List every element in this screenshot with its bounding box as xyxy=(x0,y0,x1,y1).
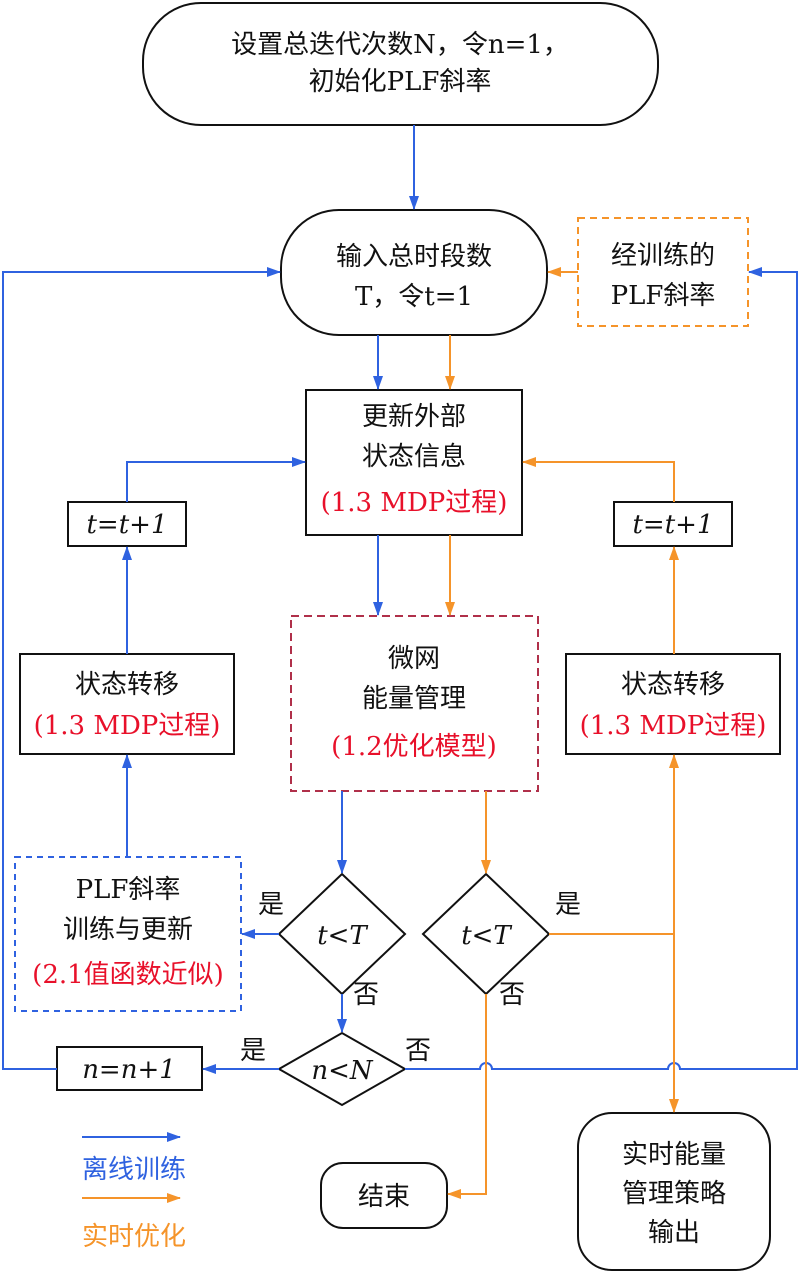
output-line2: 管理策略 xyxy=(622,1179,726,1209)
label-yes-n-decision: 是 xyxy=(240,1036,266,1066)
n-increment-node: n=n+1 xyxy=(56,1046,203,1091)
update-state-shape xyxy=(305,389,523,536)
decision-t-right: t<T xyxy=(421,872,551,996)
trained-slope-line2: PLF斜率 xyxy=(611,281,716,311)
start-node: 设置总迭代次数N，令n=1， 初始化PLF斜率 xyxy=(142,2,659,126)
edge-tinc-left-to-update xyxy=(126,457,306,502)
microgrid-shape xyxy=(290,615,539,792)
t-increment-left-label: t=t+1 xyxy=(86,510,167,540)
input-periods-shape xyxy=(280,209,548,336)
edge-tinc-right-to-update xyxy=(522,457,675,502)
state-transfer-left-node: 状态转移 (1.3 MDP过程) xyxy=(19,653,235,755)
output-node: 实时能量 管理策略 输出 xyxy=(577,1112,771,1271)
label-yes-right-decision: 是 xyxy=(555,890,581,920)
label-no-right-decision: 否 xyxy=(499,980,525,1010)
update-state-line2: 状态信息 xyxy=(362,442,466,472)
microgrid-line1: 微网 xyxy=(388,644,440,674)
output-line1: 实时能量 xyxy=(622,1140,726,1170)
plf-training-node: PLF斜率 训练与更新 (2.1值函数近似) xyxy=(14,856,242,1012)
t-increment-right-node: t=t+1 xyxy=(613,501,733,547)
realtime-connectors xyxy=(445,267,679,1199)
n-increment-label: n=n+1 xyxy=(82,1055,176,1085)
decision-t-left-shape xyxy=(277,872,407,996)
state-transfer-right-node: 状态转移 (1.3 MDP过程) xyxy=(565,653,781,755)
state-transfer-right-line1: 状态转移 xyxy=(621,670,725,700)
offline-connectors xyxy=(2,125,798,1074)
state-transfer-left-shape xyxy=(19,653,235,755)
decision-t-left-label: t<T xyxy=(317,921,368,951)
start-node-line1: 设置总迭代次数N，令n=1， xyxy=(231,30,569,60)
trained-slope-line1: 经训练的 xyxy=(611,241,715,271)
label-yes-left-decision: 是 xyxy=(258,890,284,920)
output-line3: 输出 xyxy=(648,1218,700,1248)
t-increment-left-node: t=t+1 xyxy=(67,501,187,547)
input-periods-line1: 输入总时段数 xyxy=(336,242,492,272)
label-no-n-decision: 否 xyxy=(405,1036,431,1066)
update-state-node: 更新外部 状态信息 (1.3 MDP过程) xyxy=(305,389,523,536)
plf-training-line3: (2.1值函数近似) xyxy=(32,960,224,990)
update-state-line3: (1.3 MDP过程) xyxy=(321,488,508,518)
legend: 离线训练 实时优化 xyxy=(82,1132,186,1252)
output-node-shape xyxy=(577,1112,771,1271)
input-periods-node: 输入总时段数 T，令t=1 xyxy=(280,209,548,336)
microgrid-line3: (1.2优化模型) xyxy=(331,732,497,762)
plf-training-line1: PLF斜率 xyxy=(76,875,181,905)
decision-t-left: t<T xyxy=(277,872,407,996)
input-periods-line2: T，令t=1 xyxy=(355,282,473,312)
state-transfer-left-line1: 状态转移 xyxy=(75,670,179,700)
state-transfer-right-line2: (1.3 MDP过程) xyxy=(580,711,767,741)
state-transfer-right-shape xyxy=(565,653,781,755)
legend-realtime-label: 实时优化 xyxy=(82,1222,186,1252)
update-state-line1: 更新外部 xyxy=(362,402,466,432)
decision-t-right-label: t<T xyxy=(461,921,512,951)
microgrid-line2: 能量管理 xyxy=(362,684,466,714)
end-node-label: 结束 xyxy=(358,1182,410,1212)
plf-training-shape xyxy=(14,856,242,1012)
edge-ninc-to-input xyxy=(2,267,281,1070)
end-node: 结束 xyxy=(320,1162,448,1229)
decision-n: n<N xyxy=(276,1031,408,1107)
t-increment-right-label: t=t+1 xyxy=(632,510,713,540)
trained-slope-node: 经训练的 PLF斜率 xyxy=(577,217,749,327)
t-increment-left-shape xyxy=(67,501,187,547)
plf-training-line2: 训练与更新 xyxy=(63,915,193,945)
trained-slope-shape xyxy=(577,217,749,327)
start-node-shape xyxy=(142,2,659,126)
decision-n-label: n<N xyxy=(311,1056,374,1086)
label-no-left-decision: 否 xyxy=(353,980,379,1010)
start-node-line2: 初始化PLF斜率 xyxy=(309,67,492,97)
legend-offline-label: 离线训练 xyxy=(82,1155,186,1185)
edge-n-no-to-trained-slope xyxy=(405,267,798,1070)
edge-decision-right-no-to-end xyxy=(447,994,487,1199)
state-transfer-left-line2: (1.3 MDP过程) xyxy=(34,711,221,741)
n-increment-shape xyxy=(56,1046,203,1091)
microgrid-node: 微网 能量管理 (1.2优化模型) xyxy=(290,615,539,792)
